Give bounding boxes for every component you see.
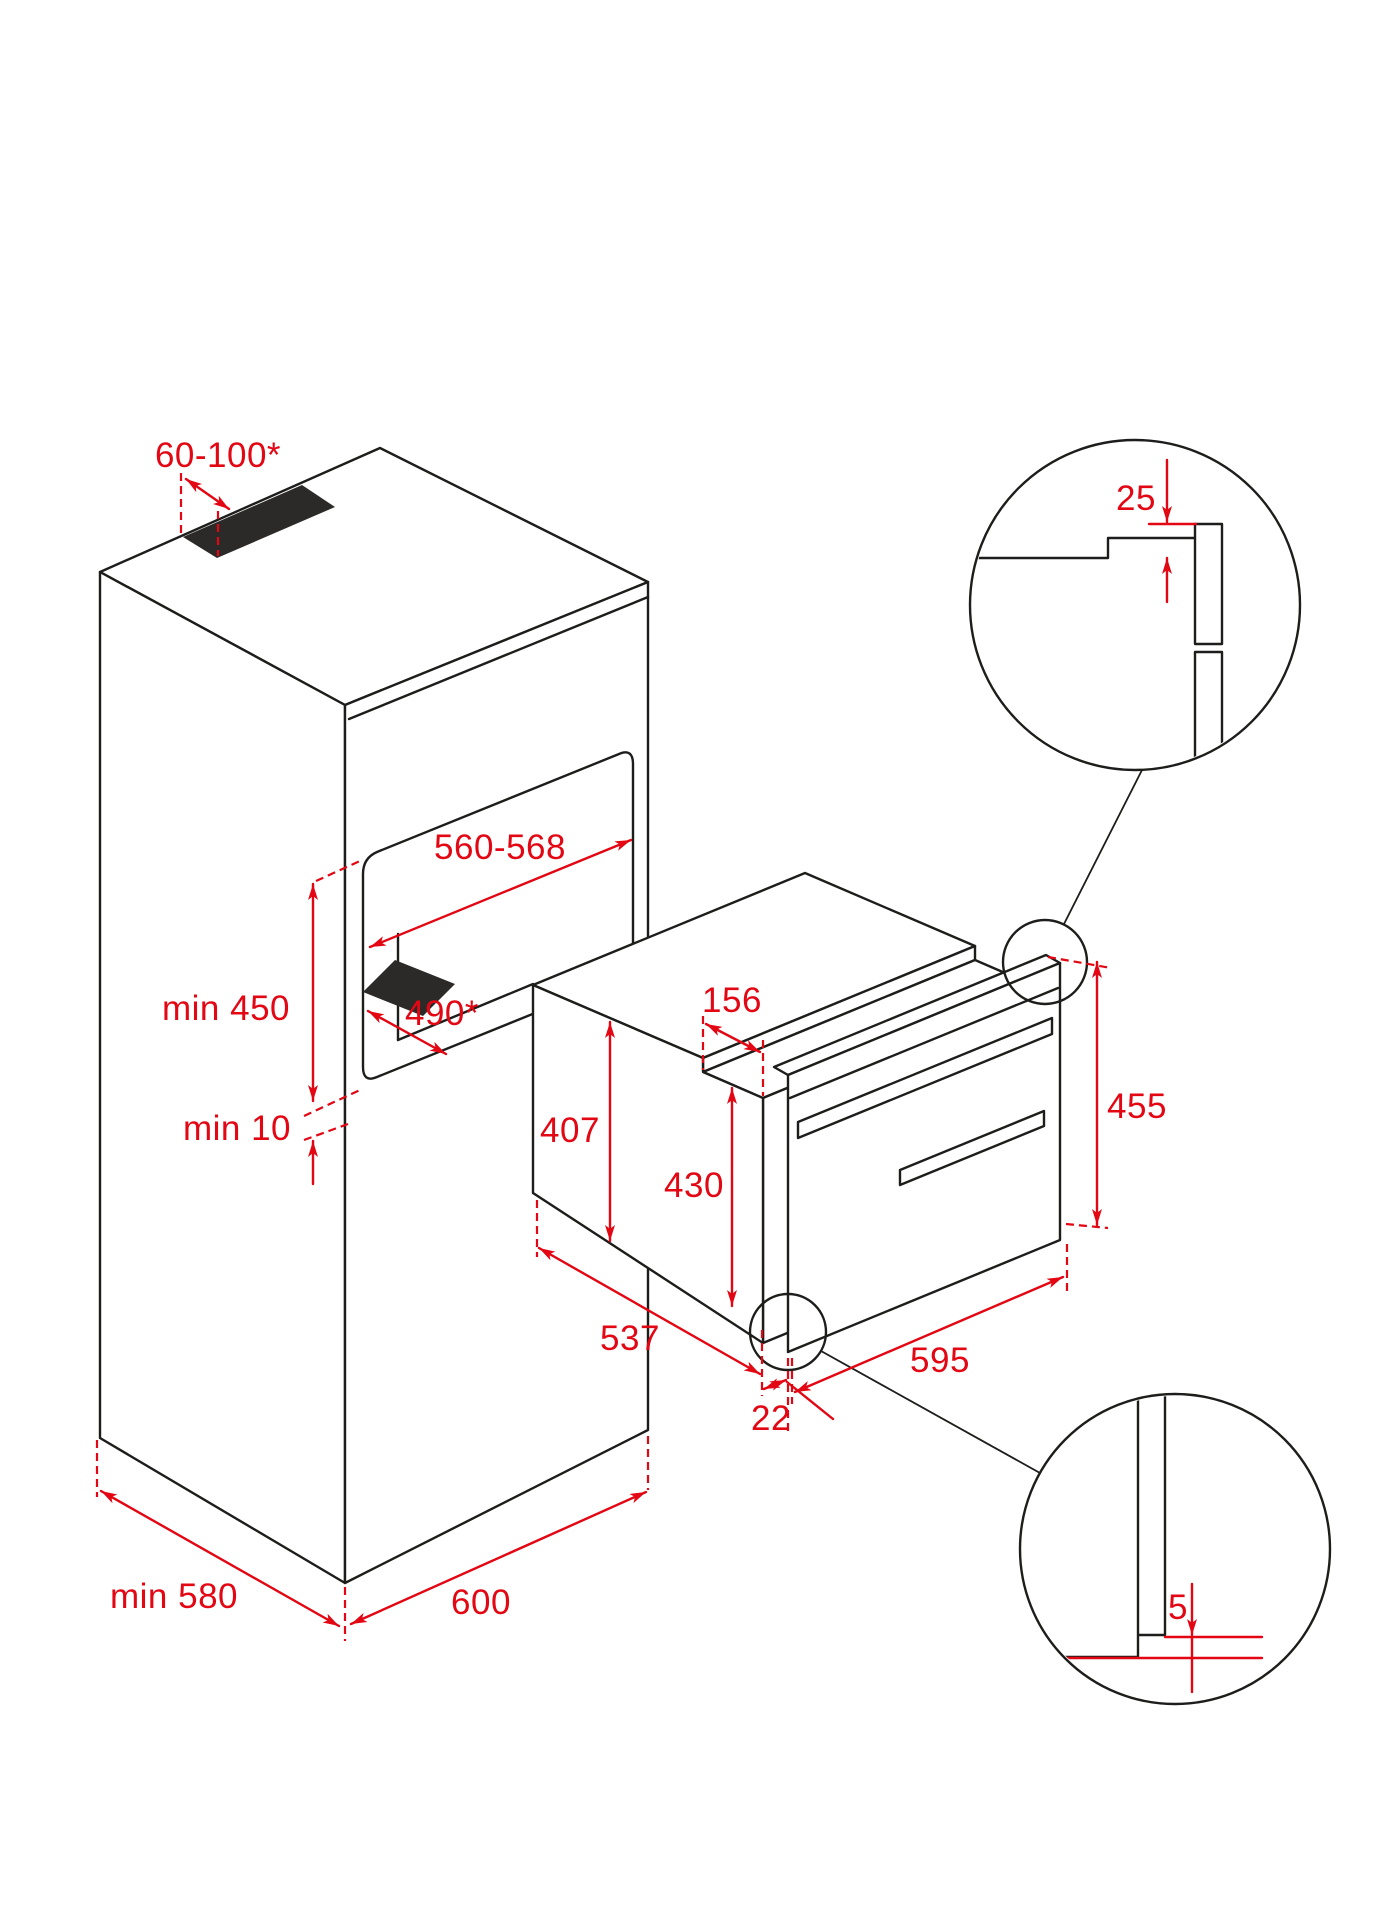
cabinet-left-face (98, 570, 347, 1585)
oven-door-handle (796, 1016, 1054, 1140)
dim-niche-vent-depth: 490* (405, 994, 479, 1033)
dimension-annotations: 60-100* 560-568 min 450 min 10 490* 156 … (95, 436, 1167, 1641)
detail-circle-top (968, 438, 1302, 772)
dim-arrow-niche-width (368, 838, 633, 949)
detail-marker-top-corner (1001, 918, 1089, 1006)
dim-arrow-top-recess (704, 1022, 762, 1054)
dim-arrow-cabinet-width (349, 1490, 648, 1626)
dim-body-depth: 537 (600, 1319, 660, 1358)
dim-front-width: 595 (910, 1341, 970, 1380)
detail-circle-bottom (1018, 1392, 1332, 1706)
detail-top-cabinet-profile (972, 536, 1197, 560)
dim-arrow-top-vent (184, 477, 231, 511)
ext-line (303, 1122, 349, 1142)
oven-door-frame-line (788, 986, 1060, 1100)
cabinet-front-top-band (347, 595, 650, 721)
oven-door-front (786, 961, 1062, 1354)
dim-clearance-below-min: min 10 (183, 1109, 291, 1148)
dim-detail-top-gap: 25 (1116, 479, 1156, 518)
ext-line (303, 1089, 361, 1117)
cabinet-top-vent-cutout (183, 485, 335, 558)
detail-view-bottom: 5 (1018, 1392, 1332, 1706)
dim-niche-width: 560-568 (434, 828, 566, 867)
dim-arrow-cabinet-depth (99, 1489, 341, 1628)
dim-niche-height-min: min 450 (162, 989, 290, 1028)
dim-front-height: 455 (1107, 1087, 1167, 1126)
detail-bottom-door-section (1060, 1396, 1167, 1659)
dim-leader-door-overhang (785, 1380, 835, 1421)
dim-body-height: 407 (540, 1111, 600, 1150)
niche-floor-vent-cutout (363, 960, 455, 1016)
dim-cabinet-width: 600 (451, 1583, 511, 1622)
leader-line-top-detail (1063, 769, 1143, 925)
dim-door-overhang: 22 (751, 1399, 791, 1438)
dim-top-recess-depth: 156 (702, 981, 762, 1020)
detail-view-top: 25 (968, 438, 1302, 772)
dim-top-vent: 60-100* (155, 436, 281, 475)
dim-arrow-door-overhang (762, 1378, 788, 1391)
dim-arrow-body-depth (537, 1246, 762, 1376)
dim-cabinet-depth-min: min 580 (110, 1577, 238, 1616)
dim-arrow-niche-vent-depth (366, 1009, 448, 1056)
ext-line (315, 859, 361, 883)
detail-top-door-section (1193, 522, 1224, 764)
dim-detail-bottom-gap: 5 (1168, 1588, 1188, 1627)
oven-control-panel-inset (898, 1109, 1046, 1187)
ext-line (1065, 1222, 1109, 1230)
dim-arrow-front-width (793, 1275, 1065, 1394)
dim-cavity-height: 430 (664, 1166, 724, 1205)
